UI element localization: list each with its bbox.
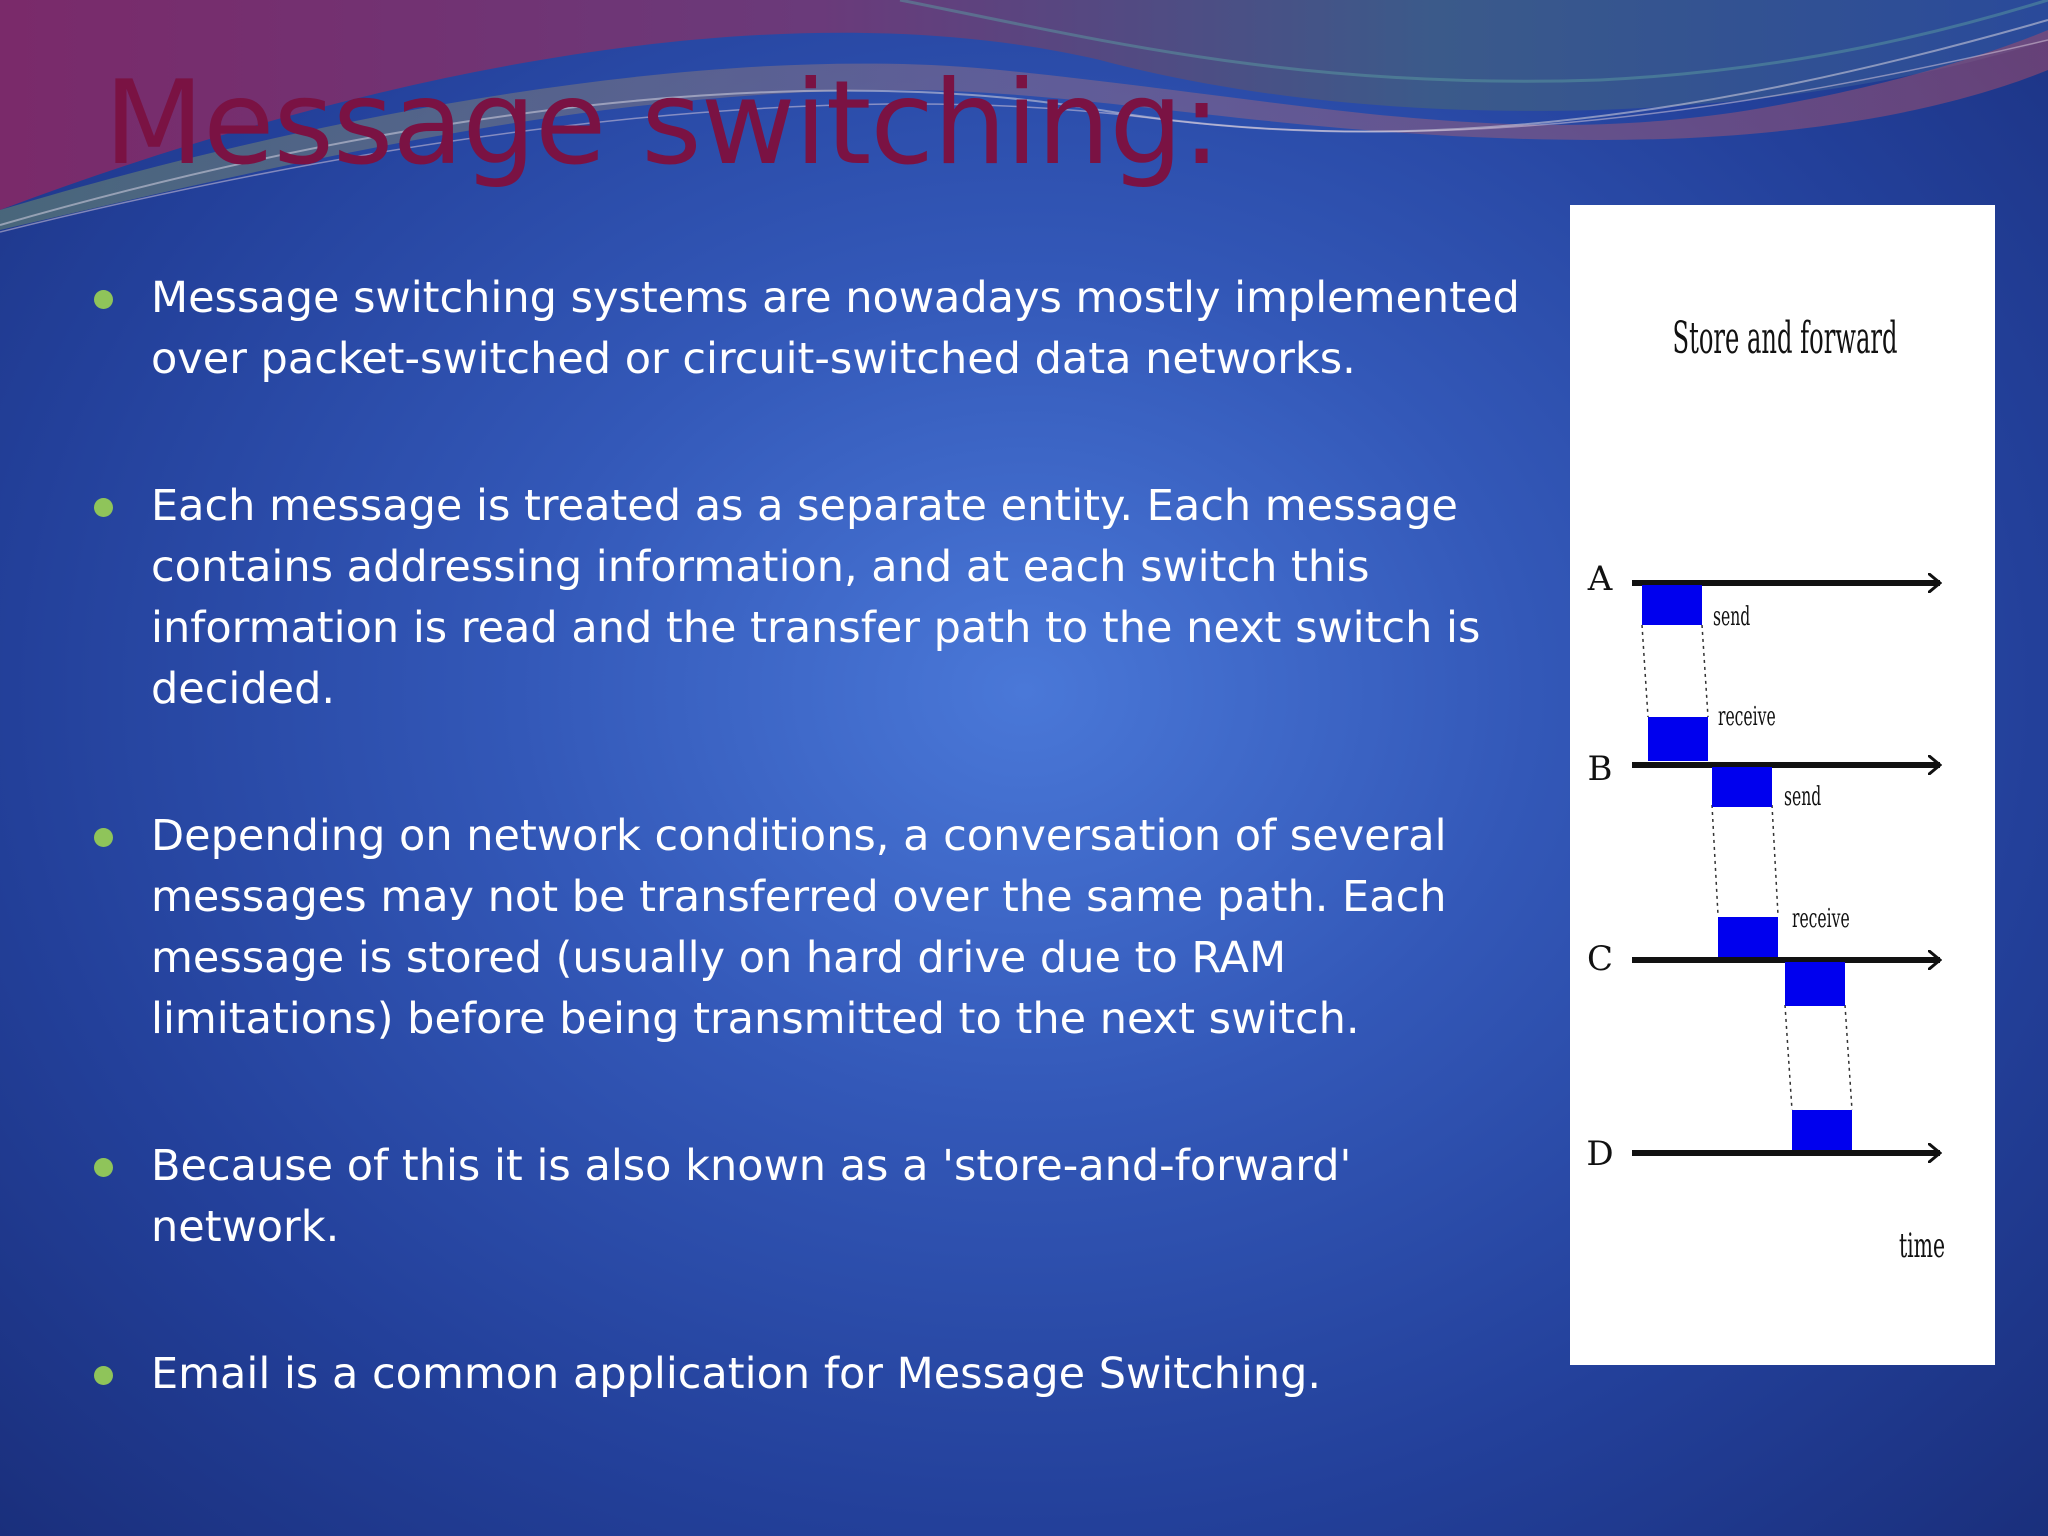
slide-title: Message switching:	[104, 56, 1221, 191]
bullet-dot-icon	[94, 498, 113, 517]
decorative-swoosh	[0, 0, 2048, 233]
bullet-item: Depending on network conditions, a conve…	[88, 806, 1528, 1050]
bullet-text: Because of this it is also known as a 's…	[151, 1141, 1352, 1252]
node-label-c: C	[1587, 939, 1613, 979]
node-label-a: A	[1587, 559, 1613, 599]
store-and-forward-diagram: Store and forward A B C D send receive s	[1570, 205, 1995, 1365]
bullet-text: Each message is treated as a separate en…	[151, 481, 1481, 714]
bullet-dot-icon	[94, 1366, 113, 1385]
label-send-a: send	[1713, 602, 1750, 632]
packet-c-send	[1785, 962, 1845, 1006]
bullet-text: Message switching systems are nowadays m…	[151, 273, 1520, 384]
packet-a-send	[1642, 585, 1702, 625]
diagram-svg: Store and forward A B C D send receive s	[1586, 313, 1945, 1265]
time-axis-label: time	[1899, 1225, 1945, 1265]
label-receive-b: receive	[1718, 702, 1776, 732]
bullet-text: Email is a common application for Messag…	[151, 1349, 1322, 1399]
node-label-d: D	[1586, 1134, 1613, 1174]
transfer-lines	[1641, 624, 1853, 1111]
label-send-b: send	[1784, 782, 1821, 812]
node-label-b: B	[1588, 749, 1613, 789]
bullet-item: Email is a common application for Messag…	[88, 1344, 1528, 1405]
bullet-text: Depending on network conditions, a conve…	[151, 811, 1447, 1044]
bullet-dot-icon	[94, 828, 113, 847]
bullet-dot-icon	[94, 290, 113, 309]
packet-c-receive	[1718, 917, 1778, 957]
bullet-list: Message switching systems are nowadays m…	[88, 268, 1528, 1405]
packet-b-send	[1712, 767, 1772, 807]
bullet-item: Message switching systems are nowadays m…	[88, 268, 1528, 390]
bullet-item: Because of this it is also known as a 's…	[88, 1136, 1528, 1258]
bullet-item: Each message is treated as a separate en…	[88, 476, 1528, 720]
packet-b-receive	[1648, 717, 1708, 761]
bullet-dot-icon	[94, 1158, 113, 1177]
label-receive-c: receive	[1792, 904, 1850, 934]
packet-d-receive	[1792, 1110, 1852, 1150]
diagram-title: Store and forward	[1673, 313, 1898, 364]
